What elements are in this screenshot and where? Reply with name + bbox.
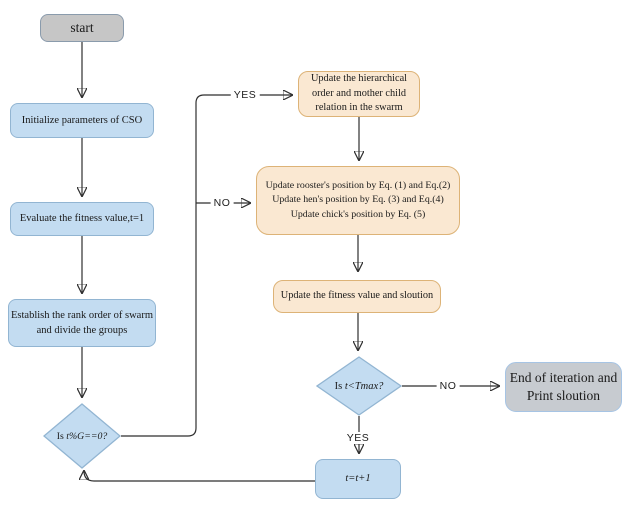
edge-label-yes-top: YES — [230, 89, 260, 101]
decision-mod-check-label: Is t%G==0? — [56, 430, 108, 442]
decision-mod-check: Is t%G==0? — [43, 403, 121, 469]
decision-tmax-check-label: Is t<Tmax? — [334, 380, 384, 392]
node-update-fitness: Update the fitness value and sloution — [273, 280, 441, 313]
node-establish-rank-line2: and divide the groups — [36, 325, 128, 336]
edge-modcheck-yes — [121, 95, 292, 437]
edge-label-yes-bottom: YES — [343, 432, 373, 444]
edge-label-no-right: NO — [436, 380, 460, 392]
node-update-positions: Update rooster's position by Eq. (1) and… — [256, 166, 460, 235]
edge-label-no-mid: NO — [210, 197, 234, 209]
node-end-line2: Print sloution — [526, 388, 601, 403]
node-increment-t: t=t+1 — [315, 459, 401, 499]
node-end: End of iteration and Print sloution — [505, 362, 622, 412]
node-update-fitness-label: Update the fitness value and sloution — [280, 290, 434, 302]
node-initialize-label: Initialize parameters of CSO — [21, 114, 143, 126]
node-establish-rank-line1: Establish the rank order of swarm — [11, 309, 154, 321]
node-update-positions-line1: Update rooster's position by Eq. (1) and… — [265, 179, 451, 191]
decision-tmax-check: Is t<Tmax? — [316, 356, 402, 416]
node-initialize: Initialize parameters of CSO — [10, 103, 154, 138]
node-update-hierarchy: Update the hierarchical order and mother… — [298, 71, 420, 117]
node-update-positions-line2: Update hen's position by Eq. (3) and Eq.… — [272, 194, 444, 206]
node-update-hierarchy-line2: order and mother child — [311, 87, 407, 99]
node-establish-rank: Establish the rank order of swarm and di… — [8, 299, 156, 347]
node-evaluate-fitness-label: Evaluate the fitness value,t=1 — [19, 213, 145, 225]
node-update-hierarchy-line1: Update the hierarchical — [310, 72, 408, 84]
node-evaluate-fitness: Evaluate the fitness value,t=1 — [10, 202, 154, 236]
node-increment-t-label: t=t+1 — [345, 473, 371, 485]
node-update-positions-line3: Update chick's position by Eq. (5) — [290, 208, 426, 220]
decision-tmax-check-shape — [316, 356, 402, 416]
node-end-line1: End of iteration and — [509, 369, 618, 385]
node-start-label: start — [70, 20, 94, 36]
node-update-hierarchy-line3: relation in the swarm — [315, 102, 403, 114]
decision-mod-check-shape — [43, 403, 121, 469]
node-start: start — [40, 14, 124, 42]
edge-increment-modcheck — [84, 471, 315, 482]
